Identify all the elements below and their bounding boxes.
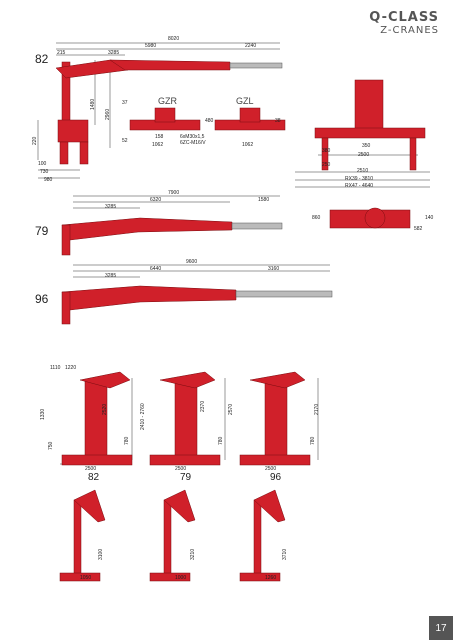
dim-1062-a: 1062	[152, 142, 164, 148]
dim-52: 52	[122, 138, 128, 144]
dim-1220: 1220	[65, 365, 77, 371]
dim-2500-stab: 2500	[358, 152, 370, 158]
dim-250: 250	[322, 162, 331, 168]
dim-2510: 2510	[357, 168, 369, 174]
dim-37: 37	[122, 100, 128, 106]
dim-1000: 1000	[175, 575, 187, 581]
dim-2500-c: 2500	[265, 466, 277, 472]
dim-3285: 3285	[108, 50, 120, 56]
brand-subtitle: Z-CRANES	[380, 25, 439, 36]
dim-2410-2760: 2410 - 2760	[140, 403, 146, 430]
brand-title: Q-CLASS	[369, 10, 439, 25]
dim-158: 158	[155, 134, 164, 140]
dim-750: 750	[48, 441, 54, 450]
dim-3285-96: 3285	[105, 273, 117, 279]
dim-780-c: 780	[310, 436, 316, 445]
dim-1330: 1330	[40, 408, 46, 420]
dim-1110: 1110	[50, 365, 61, 371]
dim-780-a: 780	[124, 436, 130, 445]
mount-gzl-label: GZL	[236, 96, 254, 106]
dim-3710: 3710	[282, 548, 288, 560]
dim-3160: 3160	[268, 266, 280, 272]
dim-1260: 1260	[265, 575, 277, 581]
dim-rx47: RX47 - 4640	[345, 183, 374, 189]
page-number: 17	[429, 616, 453, 640]
dim-1580: 1580	[258, 197, 270, 203]
dim-100: 100	[38, 161, 47, 167]
dim-3285-79: 3285	[105, 204, 117, 210]
dim-2520: 2520	[102, 403, 108, 415]
dim-2500-b: 2500	[175, 466, 187, 472]
dim-350: 350	[362, 143, 371, 149]
dim-140: 140	[425, 215, 434, 221]
dim-2370: 2370	[200, 400, 206, 412]
dim-6440: 6440	[150, 266, 162, 272]
dim-2960: 2960	[105, 108, 111, 120]
dim-582: 582	[414, 226, 423, 232]
dim-rx39: RX39 - 3810	[345, 176, 374, 182]
mount-gzr-label: GZR	[158, 96, 177, 106]
folded-label-79: 79	[180, 472, 192, 483]
dim-3210: 3210	[190, 548, 196, 560]
dim-220: 220	[32, 136, 38, 145]
folded-label-96: 96	[270, 472, 282, 483]
dim-1480: 1480	[90, 98, 96, 110]
brand-block: Q-CLASS Z-CRANES	[369, 10, 439, 36]
folded-label-82: 82	[88, 472, 100, 483]
dim-6320: 6320	[150, 197, 162, 203]
dim-730: 730	[40, 169, 49, 175]
dim-860: 860	[312, 215, 321, 221]
dim-2500-a: 2500	[85, 466, 97, 472]
dim-9600: 9600	[186, 259, 198, 265]
dim-980: 980	[44, 177, 53, 183]
model-label-79: 79	[35, 224, 49, 238]
dim-1050: 1050	[80, 575, 92, 581]
dim-2170: 2170	[314, 403, 320, 415]
dim-780-b: 780	[218, 436, 224, 445]
dim-480: 480	[205, 118, 214, 124]
dim-3100: 3100	[98, 548, 104, 560]
dim-380: 380	[322, 148, 331, 154]
model-label-96: 96	[35, 292, 49, 306]
bolt-spec-2: 6ZC-M16/V	[180, 140, 206, 146]
dim-215: 215	[57, 50, 66, 56]
dim-8020: 8020	[168, 36, 180, 42]
dim-1062-b: 1062	[242, 142, 254, 148]
dim-2570: 2570	[228, 403, 234, 415]
dim-2240: 2240	[245, 43, 257, 49]
bolt-spec-1: 6xM30x1,5	[180, 134, 205, 140]
dim-5980: 5980	[145, 43, 157, 49]
model-label-82: 82	[35, 52, 49, 66]
dim-38: 38	[275, 118, 281, 124]
dim-7900: 7900	[168, 190, 180, 196]
